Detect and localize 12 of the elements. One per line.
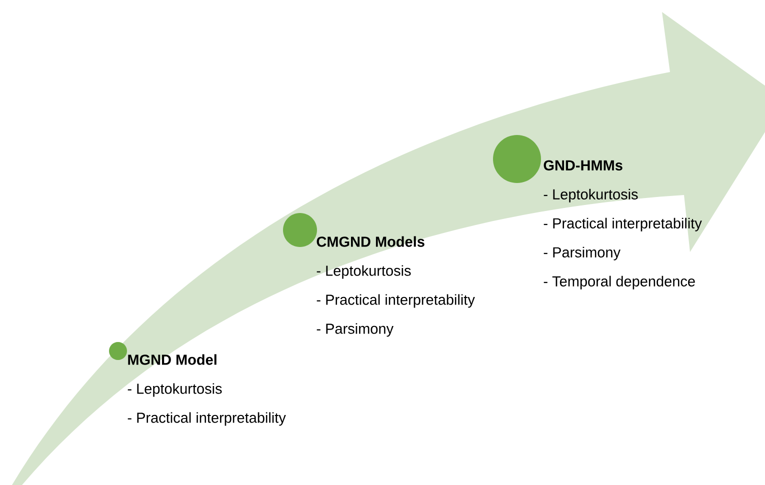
property-item: - Parsimony (316, 323, 394, 337)
model-heading: CMGND Models (316, 236, 424, 247)
property-item: - Temporal dependence (544, 276, 695, 290)
property-item: - Parsimony (544, 246, 621, 260)
property-item: - Leptokurtosis (544, 188, 638, 202)
property-item: - Leptokurtosis (128, 383, 222, 397)
property-item: - Practical interpretability (316, 294, 475, 308)
property-item: - Practical interpretability (128, 412, 286, 426)
model-heading: GND-HMMs (544, 160, 622, 170)
model-heading: MGND Model (128, 354, 216, 365)
property-item: - Leptokurtosis (316, 265, 411, 279)
property-item: - Practical interpretability (544, 218, 702, 232)
